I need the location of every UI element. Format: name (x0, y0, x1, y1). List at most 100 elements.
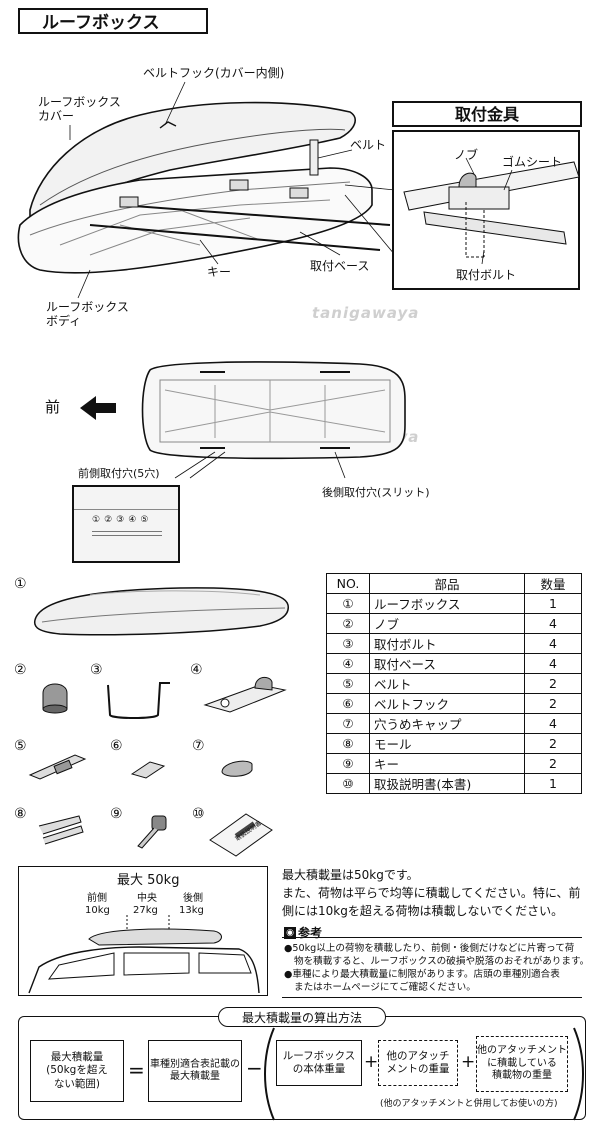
part-number: ③ (90, 662, 103, 678)
cell-part: 穴うめキャップ (369, 713, 525, 734)
load-rear-label: 後側 (183, 893, 203, 904)
roof-box-part-illustration (33, 587, 289, 636)
part-number: ⑨ (110, 806, 123, 822)
cell-part: 取付ベース (369, 653, 525, 674)
mount-hardware-title: 取付金具 (392, 101, 582, 127)
mount-hardware-detail: ノブ ゴムシート 取付ボルト (392, 130, 580, 290)
mount-hardware-illustration (403, 157, 580, 265)
cell-no: ⑦ (326, 713, 370, 734)
hole-number: ④ (128, 515, 137, 525)
cell-no: ④ (326, 653, 370, 674)
header-no: NO. (326, 573, 370, 594)
knob-part-illustration (42, 683, 68, 714)
hole-number: ③ (116, 515, 125, 525)
mount-bolt-part-illustration (107, 682, 170, 719)
load-max: 最大 50kg (117, 873, 180, 888)
calculation-title: 最大積載量の算出方法 (218, 1007, 386, 1027)
front-label: 前 (45, 398, 61, 416)
part-number: ⑤ (14, 738, 27, 754)
part-number: ④ (190, 662, 203, 678)
hole-number: ② (104, 515, 113, 525)
cell-part: ルーフボックス (369, 593, 525, 614)
mount-base-part-illustration (203, 676, 287, 713)
roof-box-perspective-illustration (17, 81, 396, 299)
cell-no: ⑧ (326, 733, 370, 754)
calc-attachment-weight: 他のアタッチ メントの重量 (378, 1040, 458, 1086)
cell-part: ベルトフック (369, 693, 525, 714)
part-number: ⑥ (110, 738, 123, 754)
reference-icon: ◉ (284, 926, 296, 939)
table-header-row: NO. 部品 数量 (326, 573, 582, 594)
cell-qty: 4 (524, 633, 582, 654)
cell-qty: 1 (524, 593, 582, 614)
load-instructions: 最大積載量は50kgです。 また、荷物は平らで均等に積載してください。特に、前 … (282, 866, 581, 920)
reference-title: 参考 (298, 926, 323, 940)
load-front-val: 10kg (85, 905, 110, 916)
belt-hook-part-illustration (130, 761, 166, 779)
part-number: ① (14, 576, 27, 592)
cell-qty: 4 (524, 613, 582, 634)
open-paren-icon (264, 1027, 275, 1121)
part-number: ② (14, 662, 27, 678)
part-number: ⑦ (192, 738, 205, 754)
calc-vehicle-max-load: 車種別適合表記載の 最大積載量 (148, 1040, 242, 1102)
reference-note: ●車種により最大積載量に制限があります。店頭の車種別適合表 (284, 969, 560, 980)
cell-no: ⑨ (326, 753, 370, 774)
cell-part: キー (369, 753, 525, 774)
calc-max-load: 最大積載量 (50kgを超え ない範囲) (30, 1040, 124, 1102)
hole-number: ⑤ (140, 515, 149, 525)
front-arrow-icon (80, 396, 116, 420)
reference-divider (282, 937, 582, 938)
load-center-val: 27kg (133, 905, 158, 916)
load-center-label: 中央 (137, 893, 157, 904)
cell-qty: 2 (524, 733, 582, 754)
load-line-2: また、荷物は平らで均等に積載してください。特に、前 (282, 886, 581, 900)
cell-part: ベルト (369, 673, 525, 694)
reference-notes: ●50kg以上の荷物を積載したり、前側・後側だけなどに片寄って荷 物を積載すると… (284, 942, 589, 994)
cell-no: ③ (326, 633, 370, 654)
calc-minus: − (246, 1056, 263, 1080)
reference-header: ◉ 参考 (284, 924, 322, 941)
molding-part-illustration (38, 815, 84, 845)
hole-cap-part-illustration (221, 760, 253, 777)
calc-plus: + (364, 1052, 379, 1072)
calc-note: (他のアタッチメントと併用してお使いの方) (380, 1099, 558, 1109)
reference-divider (282, 997, 582, 998)
cell-qty: 2 (524, 753, 582, 774)
section-title: ルーフボックス (18, 8, 208, 34)
label-belt: ベルト (350, 138, 387, 152)
cell-no: ⑩ (326, 773, 370, 794)
cell-qty: 1 (524, 773, 582, 794)
label-belt-hook: ベルトフック(カバー内側) (143, 66, 285, 80)
cell-no: ② (326, 613, 370, 634)
label-mount-base: 取付ベース (310, 259, 370, 273)
calc-attachment-cargo-weight: 他のアタッチメント に積載している 積載物の重量 (476, 1036, 568, 1092)
watermark: tanigawaya (312, 304, 420, 322)
label-knob: ノブ (454, 148, 479, 162)
reference-note: 物を積載すると、ルーフボックスの破損や脱落のおそれがあります。 (294, 956, 590, 967)
label-key: キー (207, 265, 232, 279)
reference-note: またはホームページにてご確認ください。 (294, 982, 476, 993)
cell-no: ⑤ (326, 673, 370, 694)
cell-part: ノブ (369, 613, 525, 634)
part-number: ⑧ (14, 806, 27, 822)
cell-part: モール (369, 733, 525, 754)
load-front-label: 前側 (87, 893, 107, 904)
hole-number: ① (92, 515, 101, 525)
calc-box-weight: ルーフボックス の本体重量 (276, 1040, 362, 1086)
calc-equals: = (128, 1058, 145, 1082)
cell-no: ① (326, 593, 370, 614)
label-front-holes: 前側取付穴(5穴) (78, 467, 160, 480)
reference-note: ●50kg以上の荷物を積載したり、前側・後側だけなどに片寄って荷 (284, 943, 575, 954)
label-mount-bolt: 取付ボルト (456, 268, 517, 282)
cell-qty: 4 (524, 713, 582, 734)
cell-no: ⑥ (326, 693, 370, 714)
